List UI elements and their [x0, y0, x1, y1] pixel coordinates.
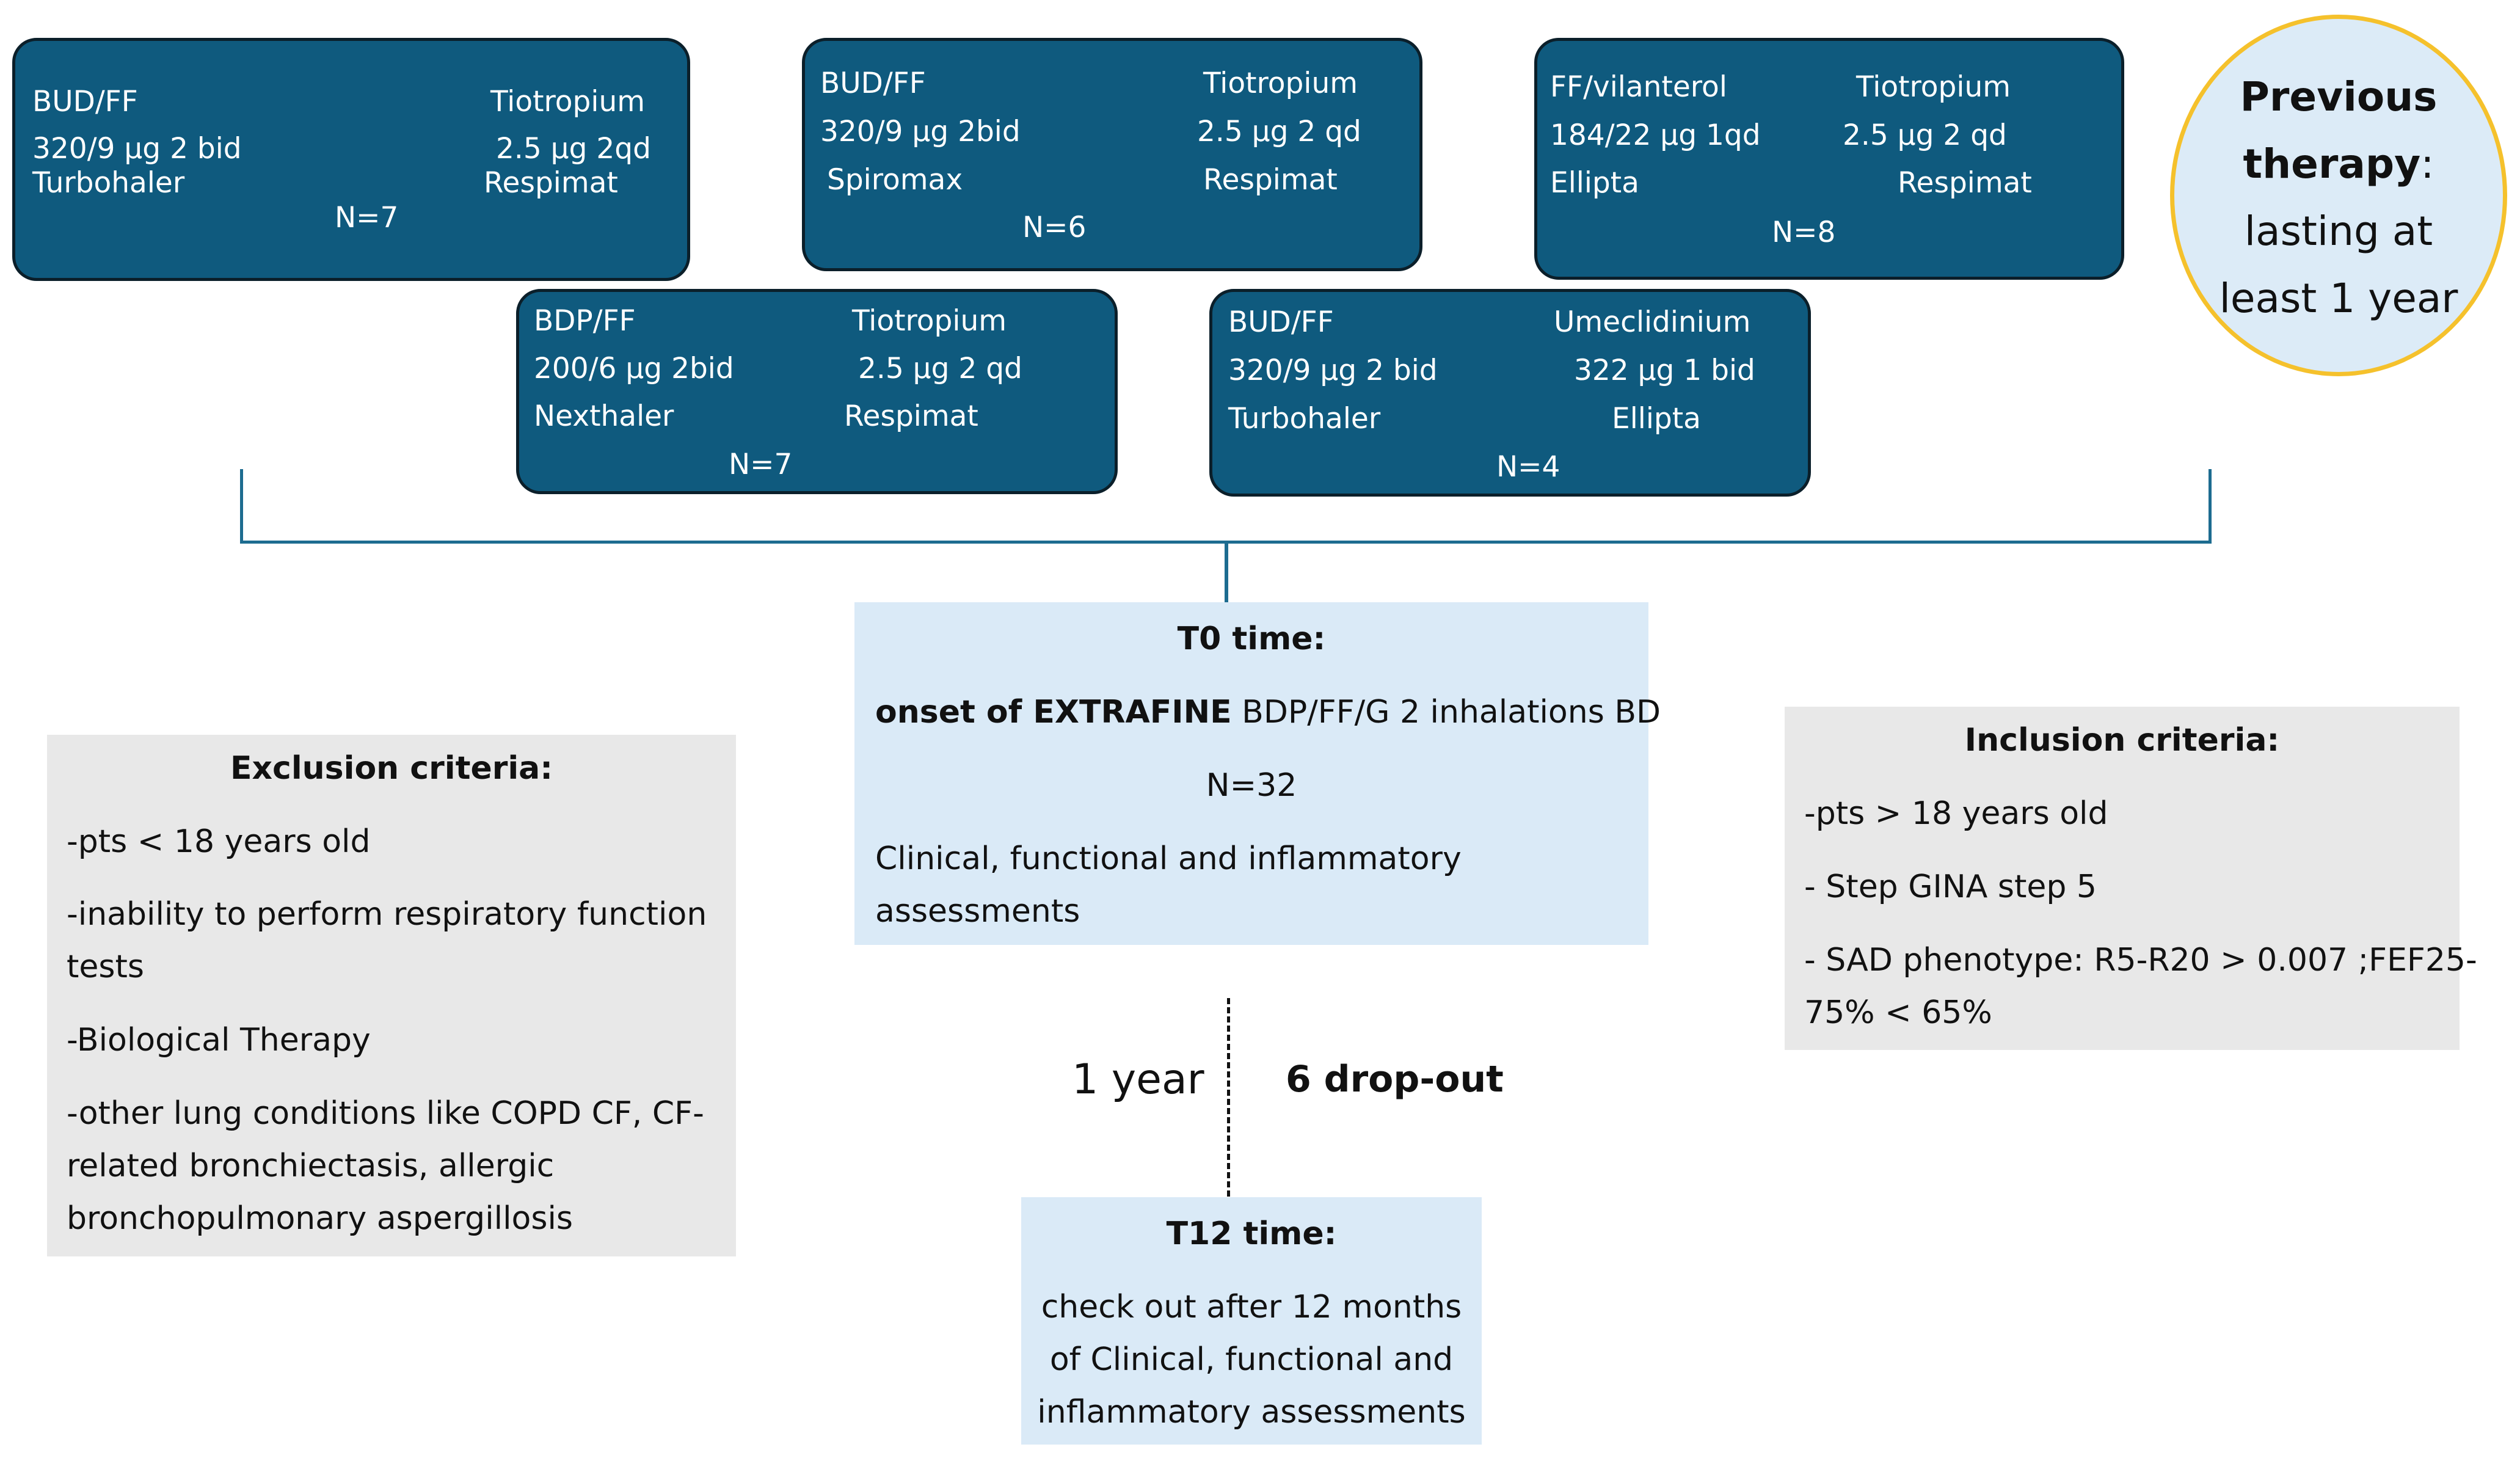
- exclusion-line-1: -pts < 18 years old: [67, 823, 371, 860]
- previous-therapy-line-2: therapy:: [2174, 144, 2503, 184]
- group-n: N=7: [729, 448, 793, 481]
- previous-therapy-word: therapy: [2243, 140, 2421, 188]
- group-device-a: Spiromax: [827, 163, 963, 197]
- timeline-dashed-line: [1227, 998, 1230, 1197]
- exclusion-line-3: tests: [67, 949, 144, 985]
- group-dose-b: 2.5 µg 2 qd: [1197, 115, 1361, 148]
- interval-dropout: 6 drop-out: [1286, 1058, 1504, 1101]
- exclusion-line-4: -Biological Therapy: [67, 1022, 371, 1059]
- inclusion-line-2: - Step GINA step 5: [1804, 869, 2097, 905]
- t0-onset-rest: BDP/FF/G 2 inhalations BD: [1231, 694, 1661, 731]
- therapy-group-3: FF/vilanterol 184/22 µg 1qd Ellipta Tiot…: [1534, 38, 2124, 280]
- group-drug-b: Tiotropium: [490, 85, 646, 118]
- t12-box: T12 time: check out after 12 months of C…: [1021, 1197, 1482, 1445]
- group-dose-a: 320/9 µg 2 bid: [32, 132, 242, 166]
- t12-line-1: check out after 12 months: [1041, 1289, 1462, 1325]
- inclusion-line-3: - SAD phenotype: R5-R20 > 0.007 ;FEF25-: [1804, 942, 2477, 979]
- group-drug-b: Tiotropium: [1203, 67, 1358, 100]
- t0-n: N=32: [1206, 767, 1297, 804]
- group-drug-a: BUD/FF: [32, 85, 138, 118]
- t0-onset-bold: onset of EXTRAFINE: [875, 694, 1232, 731]
- therapy-group-4: BDP/FF 200/6 µg 2bid Nexthaler Tiotropiu…: [516, 289, 1118, 494]
- exclusion-title: Exclusion criteria:: [230, 750, 553, 787]
- group-device-b: Ellipta: [1612, 402, 1701, 436]
- group-device-b: Respimat: [1203, 163, 1338, 197]
- inclusion-title: Inclusion criteria:: [1964, 722, 2280, 759]
- group-dose-a: 320/9 µg 2bid: [820, 115, 1021, 148]
- inclusion-line-1: -pts > 18 years old: [1804, 795, 2108, 832]
- therapy-group-5: BUD/FF 320/9 µg 2 bid Turbohaler Umeclid…: [1209, 289, 1811, 497]
- inclusion-line-4: 75% < 65%: [1804, 994, 1992, 1031]
- bracket-stem: [1225, 541, 1228, 603]
- t12-title: T12 time:: [1166, 1216, 1337, 1252]
- previous-therapy-colon: :: [2420, 140, 2434, 188]
- group-dose-a: 200/6 µg 2bid: [534, 352, 734, 385]
- t0-title: T0 time:: [1177, 621, 1326, 657]
- group-device-a: Turbohaler: [32, 166, 185, 200]
- t0-assessments-line-1: Clinical, functional and inflammatory: [875, 840, 1462, 877]
- group-dose-b: 322 µg 1 bid: [1574, 354, 1755, 387]
- group-dose-b: 2.5 µg 2 qd: [1843, 118, 2007, 152]
- t0-assessments-line-2: assessments: [875, 893, 1080, 930]
- group-device-a: Turbohaler: [1228, 402, 1381, 436]
- group-dose-b: 2.5 µg 2qd: [496, 132, 651, 166]
- group-n: N=4: [1496, 450, 1560, 484]
- previous-therapy-line-3: lasting at: [2244, 208, 2433, 255]
- group-device-a: Nexthaler: [534, 399, 674, 433]
- exclusion-line-5: -other lung conditions like COPD CF, CF-: [67, 1095, 704, 1132]
- group-device-a: Ellipta: [1550, 166, 1639, 200]
- group-n: N=6: [1022, 211, 1087, 244]
- group-device-b: Respimat: [484, 166, 618, 200]
- t12-line-3: inflammatory assessments: [1037, 1394, 1466, 1431]
- exclusion-line-6: related bronchiectasis, allergic: [67, 1148, 555, 1184]
- group-device-b: Respimat: [1898, 166, 2032, 200]
- group-drug-b: Umeclidinium: [1554, 305, 1751, 339]
- group-drug-a: FF/vilanterol: [1550, 70, 1727, 104]
- exclusion-line-7: bronchopulmonary aspergillosis: [67, 1200, 573, 1237]
- t0-onset: onset of EXTRAFINE BDP/FF/G 2 inhalation…: [875, 694, 1661, 731]
- inclusion-criteria-box: Inclusion criteria: -pts > 18 years old …: [1785, 707, 2477, 1050]
- previous-therapy-line-1: Previous: [2240, 73, 2438, 120]
- t12-line-2: of Clinical, functional and: [1049, 1341, 1454, 1378]
- group-drug-b: Tiotropium: [852, 304, 1007, 338]
- therapy-group-1: BUD/FF 320/9 µg 2 bid Turbohaler Tiotrop…: [12, 38, 690, 281]
- group-n: N=8: [1772, 216, 1836, 249]
- t0-box: T0 time: onset of EXTRAFINE BDP/FF/G 2 i…: [854, 602, 1661, 945]
- group-device-b: Respimat: [844, 399, 978, 433]
- therapy-group-2: BUD/FF 320/9 µg 2bid Spiromax Tiotropium…: [802, 38, 1422, 271]
- group-dose-b: 2.5 µg 2 qd: [858, 352, 1022, 385]
- interval-duration: 1 year: [1072, 1055, 1204, 1104]
- group-drug-a: BUD/FF: [1228, 305, 1334, 339]
- previous-therapy-line-4: least 1 year: [2219, 275, 2458, 322]
- group-dose-a: 184/22 µg 1qd: [1550, 118, 1761, 152]
- bracket-left-arm: [240, 469, 243, 544]
- group-drug-b: Tiotropium: [1856, 70, 2011, 104]
- group-drug-a: BUD/FF: [820, 67, 926, 100]
- bracket-right-arm: [2209, 469, 2212, 544]
- group-dose-a: 320/9 µg 2 bid: [1228, 354, 1438, 387]
- exclusion-criteria-box: Exclusion criteria: -pts < 18 years old …: [47, 735, 736, 1256]
- group-drug-a: BDP/FF: [534, 304, 636, 338]
- exclusion-line-2: -inability to perform respiratory functi…: [67, 896, 707, 933]
- previous-therapy-circle: Previous therapy: lasting at least 1 yea…: [2170, 15, 2507, 376]
- group-n: N=7: [335, 201, 399, 235]
